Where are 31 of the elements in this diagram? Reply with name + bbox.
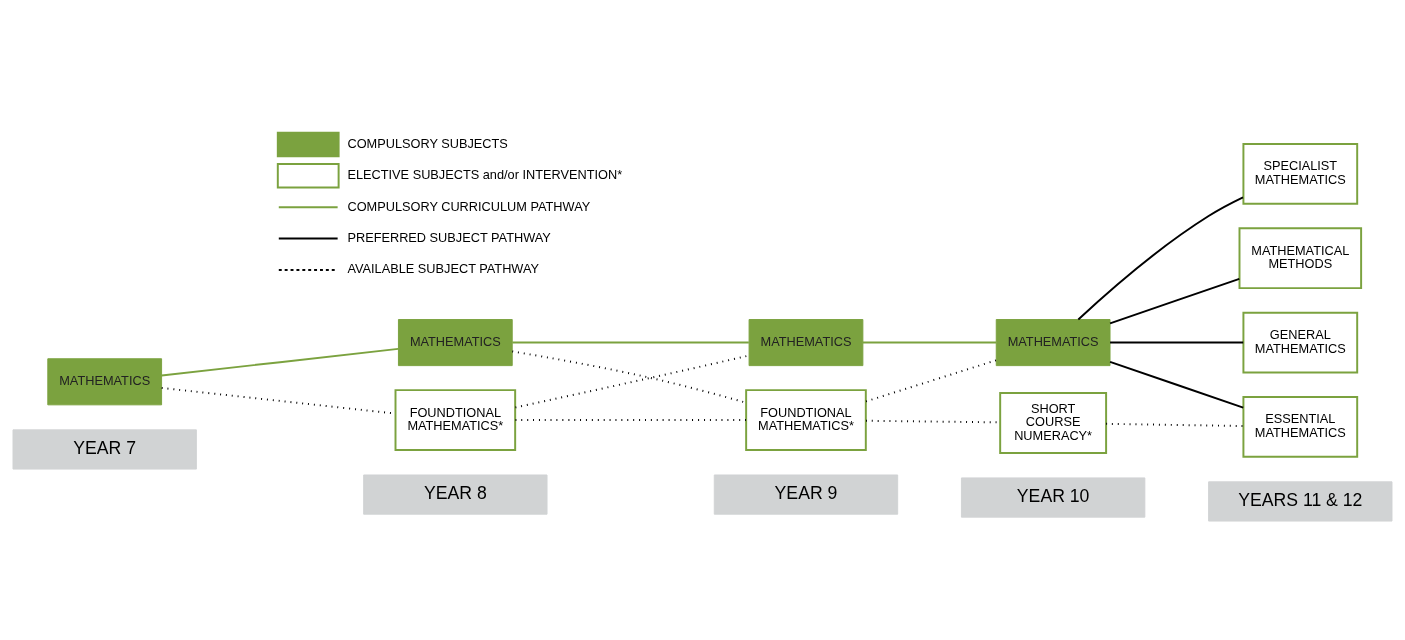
connector bbox=[511, 341, 750, 344]
legend-label: COMPULSORY CURRICULUM PATHWAY bbox=[347, 198, 591, 214]
node-box: GENERAL MATHEMATICS bbox=[1242, 311, 1359, 373]
node-box: YEAR 8 bbox=[363, 474, 548, 515]
node-box: YEARS 11 & 12 bbox=[1208, 480, 1393, 522]
node-box: SPECIALIST MATHEMATICS bbox=[1242, 142, 1359, 205]
node-box: FOUNDTIONAL MATHEMATICS* bbox=[745, 388, 867, 451]
connector bbox=[514, 418, 748, 421]
node-box: MATHEMATICS bbox=[995, 318, 1111, 366]
node-box: YEAR 7 bbox=[12, 428, 197, 470]
node-box: MATHEMATICS bbox=[748, 318, 864, 366]
legend-label: PREFERRED SUBJECT PATHWAY bbox=[347, 229, 551, 245]
connector bbox=[1109, 277, 1241, 324]
node-box: MATHEMATICS bbox=[397, 318, 513, 366]
node-box: ESSENTIAL MATHEMATICS bbox=[1242, 395, 1359, 458]
node-box: YEAR 9 bbox=[713, 474, 899, 515]
connector bbox=[1077, 195, 1244, 320]
legend-label: ELECTIVE SUBJECTS and/or INTERVENTION* bbox=[347, 166, 623, 182]
node-box: SHORT COURSE NUMERACY* bbox=[999, 391, 1108, 454]
node-box: YEAR 10 bbox=[960, 476, 1146, 518]
legend-label: AVAILABLE SUBJECT PATHWAY bbox=[347, 260, 539, 276]
node-box: MATHEMATICAL METHODS bbox=[1238, 226, 1363, 289]
connector bbox=[1109, 360, 1245, 409]
connector bbox=[1109, 341, 1245, 344]
node-box: MATHEMATICS bbox=[47, 357, 163, 405]
connector bbox=[865, 358, 998, 402]
connector bbox=[160, 347, 400, 376]
connector bbox=[861, 341, 997, 344]
connector bbox=[1105, 422, 1245, 427]
legend-label: COMPULSORY SUBJECTS bbox=[347, 135, 508, 151]
node-box: FOUNDTIONAL MATHEMATICS* bbox=[394, 388, 517, 451]
